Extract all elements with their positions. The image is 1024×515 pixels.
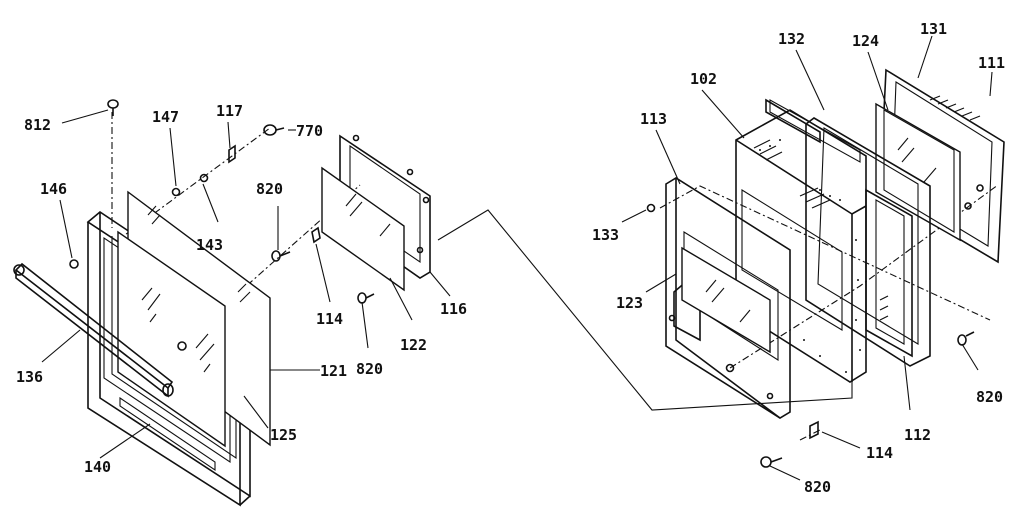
centerline-820-right — [659, 185, 991, 321]
left-leader-lines — [41, 109, 451, 459]
label-136: 136 — [16, 368, 43, 386]
label-131: 131 — [920, 20, 947, 38]
gasket-frame-132 — [765, 98, 931, 367]
label-147: 147 — [152, 108, 179, 126]
label-146: 146 — [40, 180, 67, 198]
label-102: 102 — [690, 70, 717, 88]
clip-117 — [228, 144, 236, 164]
label-140: 140 — [84, 458, 111, 476]
screw-820-d — [760, 456, 783, 468]
screw-820-c — [957, 331, 975, 346]
outer-door-assembly — [13, 99, 853, 507]
label-143: 143 — [196, 236, 223, 254]
right-leader-lines — [621, 35, 993, 481]
left-labels: 812 147 117 770 146 143 820 114 122 116 … — [16, 102, 467, 476]
washer-147 — [171, 187, 181, 197]
label-114-b: 114 — [866, 444, 893, 462]
label-812: 812 — [24, 116, 51, 134]
label-117: 117 — [216, 102, 243, 120]
screw-inner — [725, 363, 735, 373]
label-820-c: 820 — [976, 388, 1003, 406]
screw-146 — [69, 259, 79, 269]
clip-114-b — [809, 420, 819, 440]
clip-114-a — [311, 226, 321, 244]
screw-820-a — [271, 250, 291, 262]
screw-812 — [107, 99, 119, 116]
screw-820-b — [357, 292, 375, 304]
frame-112 — [865, 188, 913, 358]
glass-reflection-marks — [141, 205, 251, 373]
label-133: 133 — [592, 226, 619, 244]
label-113: 113 — [640, 110, 667, 128]
label-114-a: 114 — [316, 310, 343, 328]
label-820-b: 820 — [356, 360, 383, 378]
screw-in-frame — [177, 341, 187, 351]
washer-143 — [199, 173, 209, 183]
label-820-d: 820 — [804, 478, 831, 496]
door-handle — [13, 262, 174, 398]
glass-124 — [875, 102, 961, 242]
glass-122 — [321, 166, 405, 292]
label-125: 125 — [270, 426, 297, 444]
door-glass — [117, 230, 226, 448]
centerline-113 — [729, 184, 999, 369]
label-121: 121 — [320, 362, 347, 380]
label-123: 123 — [616, 294, 643, 312]
label-820-a: 820 — [256, 180, 283, 198]
label-122: 122 — [400, 336, 427, 354]
clip-133 — [646, 203, 656, 213]
label-132: 132 — [778, 30, 805, 48]
label-770: 770 — [296, 122, 323, 140]
connector-line — [437, 209, 853, 411]
label-111: 111 — [978, 54, 1005, 72]
glass-123 — [681, 246, 771, 354]
inner-door-assembly — [621, 35, 1005, 481]
label-116: 116 — [440, 300, 467, 318]
screw-770 — [263, 124, 285, 136]
label-112: 112 — [904, 426, 931, 444]
label-124: 124 — [852, 32, 879, 50]
right-labels: 102 132 124 131 111 113 133 123 820 112 … — [592, 20, 1005, 496]
